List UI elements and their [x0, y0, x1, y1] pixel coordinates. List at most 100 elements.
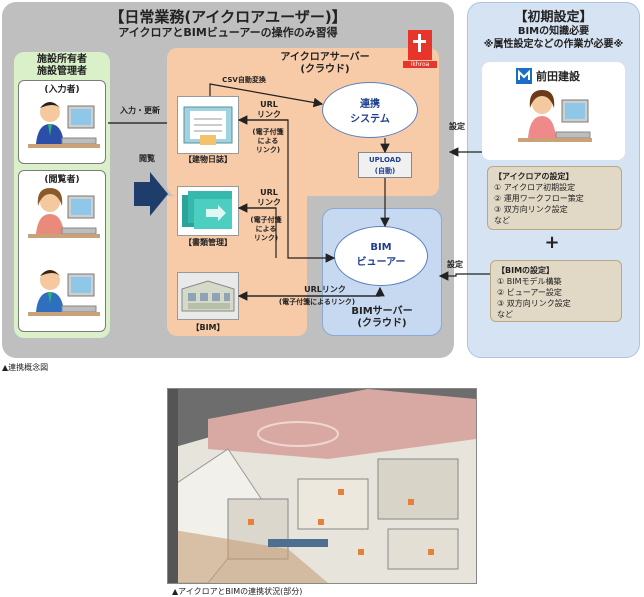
setting-arrow-lower — [438, 271, 494, 281]
staff-head-icon — [532, 94, 552, 114]
icrowa-server-title-line1: アイクロアサーバー — [280, 52, 370, 63]
setting-label-upper: 設定 — [449, 122, 465, 131]
daily-work-title: 【日常業務(アイクロアユーザー)】 — [109, 8, 347, 26]
daily-work-subtitle: アイクロアとBIMビューアーの操作のみ習得 — [118, 26, 338, 39]
woman-hair-icon — [37, 188, 63, 206]
plus-sign: + — [544, 232, 560, 253]
maeda-brand-box — [482, 62, 625, 160]
bim-settings-item: ② ビューアー設定 — [497, 288, 562, 297]
icrowa-settings-item: ③ 双方向リンク設定 — [494, 205, 568, 214]
initial-setup-sub2: ※属性設定などの作業が必要※ — [483, 39, 624, 50]
esign-diary-line3: リンク) — [255, 146, 281, 154]
keyboard-icon — [555, 131, 591, 139]
bim-server-title: BIMサーバー (クラウド) — [322, 306, 442, 330]
bim-viewer-line1: BIM — [370, 242, 392, 253]
upload-box: UPLOAD (自動) — [358, 152, 412, 178]
icrowa-settings-item: ② 運用ワークフロー策定 — [494, 194, 584, 203]
url-label-diary-line1: URL — [260, 100, 278, 109]
man-hair-icon — [40, 270, 60, 276]
bottom-caption: ▲アイクロアとBIMの連携状況(部分) — [172, 587, 303, 596]
bim-settings-item: ③ 双方向リンク設定 — [497, 299, 571, 308]
bim-3d-screenshot — [167, 388, 477, 584]
staff-hair-icon — [529, 90, 555, 108]
building-diary-label: 【建物日誌】 — [184, 155, 232, 164]
esign-label-diary: (電子付箋 による リンク) — [250, 128, 286, 155]
viewer-man-illustration — [28, 270, 100, 316]
ikhroa-logo-text: ikhroa — [403, 61, 437, 68]
setting-label-lower: 設定 — [447, 260, 463, 269]
initial-setup-title: 【初期設定】 — [514, 10, 593, 25]
esign-doc-line2: による — [255, 225, 277, 233]
renkei-line2: システム — [350, 114, 390, 125]
connector-lines — [209, 83, 494, 301]
desk-icon — [28, 234, 100, 238]
maeda-logo-icon — [516, 68, 532, 84]
document-mgmt-image — [177, 186, 239, 236]
viewer-role-label: (閲覧者) — [44, 175, 80, 185]
woman-head-icon — [40, 192, 60, 212]
maeda-brand-name: 前田建設 — [536, 70, 580, 83]
bim-esign-label: (電子付箋によるリンク) — [278, 298, 356, 306]
url-label-doc-line2: リンク — [257, 198, 281, 207]
person-head-icon — [40, 102, 60, 122]
browse-arrow — [134, 172, 168, 216]
desk-icon — [28, 312, 100, 316]
icrowa-server-title: アイクロアサーバー (クラウド) — [250, 52, 400, 76]
owners-title-line1: 施設所有者 — [37, 54, 87, 65]
bim-settings-box: 【BIMの設定】 ① BIMモデル構築 ② ビューアー設定 ③ 双方向リンク設定… — [490, 260, 622, 322]
input-role-label: (入力者) — [44, 85, 80, 95]
bim-3d-floorplan-image — [168, 389, 476, 583]
initial-setup-sub1: BIMの知識必要 — [517, 26, 590, 37]
owners-title-line2: 施設管理者 — [37, 66, 87, 77]
bim-server-title-line1: BIMサーバー — [351, 306, 413, 317]
esign-label-doc: (電子付箋 による リンク) — [248, 216, 284, 243]
person-hair-icon — [40, 102, 60, 108]
initial-setup-subtitle: BIMの知識必要 ※属性設定などの作業が必要※ — [467, 25, 640, 51]
bim-settings-title: 【BIMの設定】 — [497, 266, 555, 275]
icrowa-settings-title: 【アイクロアの設定】 — [494, 172, 574, 181]
renkei-system: 連携 システム — [322, 82, 418, 138]
browse-label: 閲覧 — [139, 154, 155, 163]
staff-body-icon — [528, 116, 556, 138]
bim-model-image — [177, 272, 239, 320]
building-diary-image — [177, 96, 239, 154]
esign-doc-line1: (電子付箋 — [250, 216, 282, 224]
esign-diary-line1: (電子付箋 — [252, 128, 284, 136]
viewer-woman-illustration — [28, 188, 100, 238]
top-caption: ▲連携概念図 — [2, 363, 49, 372]
owners-title: 施設所有者 施設管理者 — [14, 54, 110, 78]
folders-icon — [182, 191, 232, 229]
icrowa-server-title-line2: (クラウド) — [300, 64, 350, 75]
url-label-diary-line2: リンク — [257, 110, 281, 119]
renkei-line1: 連携 — [360, 99, 380, 110]
esign-doc-line3: リンク) — [253, 234, 279, 242]
woman-body-icon — [36, 214, 64, 234]
bim-settings-item: など — [497, 310, 513, 319]
icrowa-settings-item: など — [494, 216, 510, 225]
icrowa-settings-box: 【アイクロアの設定】 ① アイクロア初期設定 ② 運用ワークフロー策定 ③ 双方… — [487, 166, 622, 230]
input-update-label: 入力・更新 — [120, 106, 160, 115]
esign-diary-line2: による — [257, 137, 279, 145]
bim-label: 【BIM】 — [191, 323, 225, 332]
man-head-icon — [40, 270, 60, 290]
url-label-doc-line1: URL — [260, 188, 278, 197]
bim-viewer-line2: ビューアー — [356, 257, 406, 268]
document-mgmt-label: 【書類管理】 — [184, 238, 232, 247]
csv-arrow — [209, 83, 324, 108]
desk-icon — [28, 144, 100, 148]
maeda-staff-illustration — [518, 90, 592, 142]
desk-icon — [518, 138, 592, 142]
url-label-diary: URL リンク — [256, 100, 282, 120]
csv-auto-label: CSV自動変換 — [222, 76, 266, 84]
notebook-icon — [183, 106, 233, 145]
upload-line1: UPLOAD — [368, 156, 402, 164]
bim-server-title-line2: (クラウド) — [357, 318, 407, 329]
icrowa-settings-item: ① アイクロア初期設定 — [494, 183, 576, 192]
building-model-icon — [178, 273, 238, 319]
bim-url-label: URLリンク — [304, 285, 346, 294]
ikhroa-logo — [408, 30, 432, 60]
upload-line2: (自動) — [374, 167, 396, 175]
bim-settings-item: ① BIMモデル構築 — [497, 277, 562, 286]
input-person-illustration — [28, 102, 100, 148]
url-label-doc: URL リンク — [256, 188, 282, 208]
